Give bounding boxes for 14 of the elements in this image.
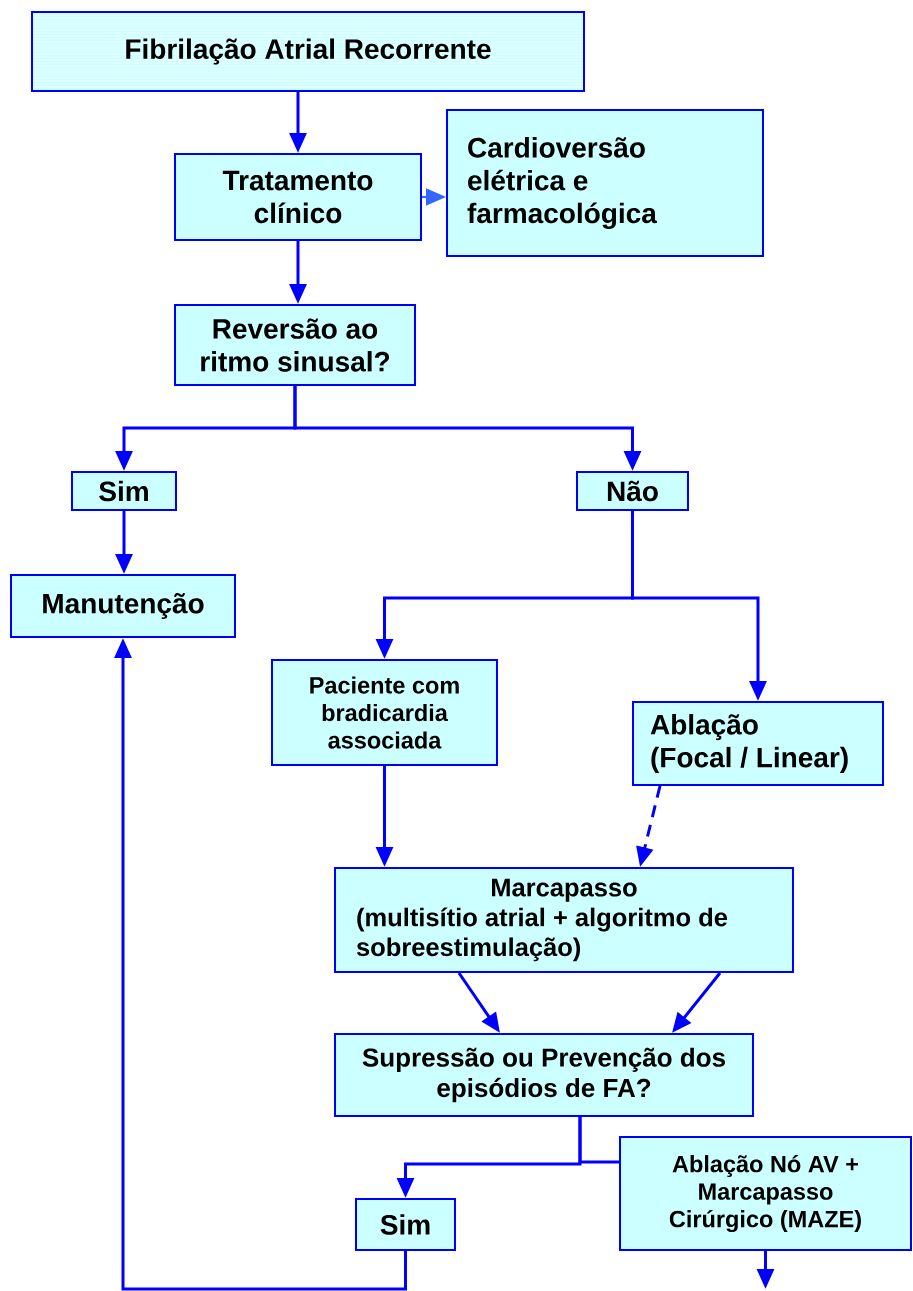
process-box: Ablação Nó AV + Marcapasso Cirúrgico (MAZE): [619, 1136, 912, 1251]
process-box: Paciente com bradicardia associada: [271, 659, 498, 766]
process-box: Fibrilação Atrial Recorrente: [31, 11, 585, 92]
outcome-box: Sim: [71, 471, 177, 511]
decision-box: Supressão ou Prevenção dos episódios de FA?: [334, 1033, 754, 1117]
process-box: Manutenção: [10, 574, 236, 638]
connector-line: [578, 1117, 619, 1164]
outcome-box: Sim: [355, 1198, 456, 1251]
outcome-box: Não: [576, 471, 689, 511]
process-box: Ablação (Focal / Linear): [632, 701, 884, 786]
process-box: Tratamento clínico: [174, 153, 422, 241]
process-box: Marcapasso (multisítio atrial + algoritmo de sobreestimulação): [334, 867, 794, 973]
decision-box: Reversão ao ritmo sinusal?: [174, 304, 416, 386]
process-box: Cardioversão elétrica e farmacológica: [446, 109, 764, 257]
